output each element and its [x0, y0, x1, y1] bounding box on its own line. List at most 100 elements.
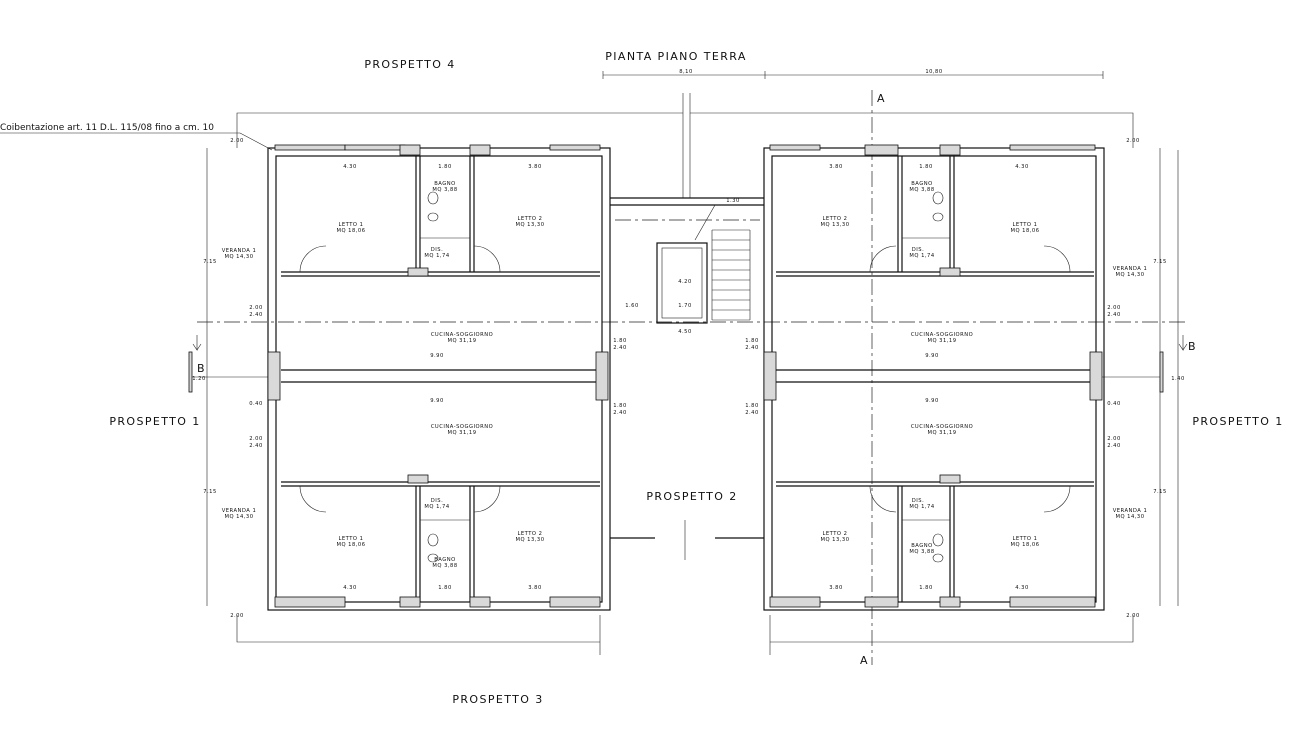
svg-text:2.40: 2.40: [1107, 443, 1121, 449]
left-top-unit-labels: LETTO 1 MQ 18,06 LETTO 2 MQ 13,30 BAGNO …: [222, 181, 544, 344]
svg-text:1.30: 1.30: [726, 198, 740, 204]
section-mark-a-bottom: A: [860, 654, 869, 667]
svg-text:3.80: 3.80: [829, 164, 843, 170]
prospetto-1-left-label: PROSPETTO 1: [109, 415, 200, 428]
room-veranda-rb: VERANDA 1: [1113, 508, 1148, 514]
svg-text:7.15: 7.15: [203, 489, 217, 495]
svg-text:1.80: 1.80: [919, 585, 933, 591]
room-letto2-lb: LETTO 2: [518, 531, 543, 537]
prospetto-3-label: PROSPETTO 3: [452, 693, 543, 706]
svg-text:0.40: 0.40: [1107, 401, 1121, 407]
svg-text:4.30: 4.30: [1015, 585, 1029, 591]
right-unit-walls: [763, 147, 1105, 611]
room-bagno-lb-area: MQ 3,88: [432, 563, 457, 569]
svg-text:4.30: 4.30: [1015, 164, 1029, 170]
room-letto1-lt-area: MQ 18,06: [336, 228, 365, 234]
svg-text:1.20: 1.20: [192, 376, 206, 382]
room-letto1-lb-area: MQ 18,06: [336, 542, 365, 548]
room-bagno-rb: BAGNO: [911, 543, 933, 549]
svg-text:3.80: 3.80: [829, 585, 843, 591]
room-bagno-rt: BAGNO: [911, 181, 933, 187]
svg-text:1.80: 1.80: [919, 164, 933, 170]
room-letto1-lb: LETTO 1: [339, 536, 364, 542]
room-dis-lb: DIS.: [431, 498, 443, 504]
left-bottom-unit-labels: LETTO 1 MQ 18,06 LETTO 2 MQ 13,30 BAGNO …: [222, 424, 544, 569]
room-bagno-rt-area: MQ 3,88: [909, 187, 934, 193]
svg-text:2.40: 2.40: [1107, 312, 1121, 318]
svg-text:1.80: 1.80: [745, 403, 759, 409]
svg-text:1.80: 1.80: [438, 164, 452, 170]
room-bagno-lt-area: MQ 3,88: [432, 187, 457, 193]
svg-text:4.50: 4.50: [678, 329, 692, 335]
room-cucina-rb-area: MQ 31,19: [927, 430, 956, 436]
outer-reference-lines: [206, 93, 1179, 655]
svg-text:2.40: 2.40: [249, 312, 263, 318]
room-letto2-lt: LETTO 2: [518, 216, 543, 222]
svg-text:2.00: 2.00: [1107, 305, 1121, 311]
room-dis-rt: DIS.: [912, 247, 924, 253]
svg-text:2.40: 2.40: [745, 345, 759, 351]
dimension-strings: 4.30 3.80 1.80 3.80 1.80 4.30 4.30 3.80 …: [192, 138, 1185, 619]
room-bagno-lb: BAGNO: [434, 557, 456, 563]
room-letto2-rb-area: MQ 13,30: [820, 537, 849, 543]
stair-core: [610, 197, 764, 539]
room-veranda-rb-area: MQ 14,30: [1115, 514, 1144, 520]
prospetto-1-right-label: PROSPETTO 1: [1192, 415, 1283, 428]
prospetto-2-label: PROSPETTO 2: [646, 490, 737, 503]
room-letto1-rt-area: MQ 18,06: [1010, 228, 1039, 234]
room-cucina-lt-area: MQ 31,19: [447, 338, 476, 344]
svg-text:3.80: 3.80: [528, 585, 542, 591]
room-letto2-lb-area: MQ 13,30: [515, 537, 544, 543]
svg-text:2.00: 2.00: [1126, 138, 1140, 144]
svg-text:1.80: 1.80: [613, 403, 627, 409]
room-letto2-lt-area: MQ 13,30: [515, 222, 544, 228]
section-mark-a-top: A: [877, 92, 886, 105]
room-dis-lt: DIS.: [431, 247, 443, 253]
svg-text:1.80: 1.80: [438, 585, 452, 591]
room-veranda-rt-area: MQ 14,30: [1115, 272, 1144, 278]
svg-text:4.30: 4.30: [343, 164, 357, 170]
left-unit-walls: [267, 147, 611, 611]
room-letto1-lt: LETTO 1: [339, 222, 364, 228]
room-cucina-lb: CUCINA-SOGGIORNO: [431, 424, 493, 430]
room-veranda-rt: VERANDA 1: [1113, 266, 1148, 272]
room-bagno-rb-area: MQ 3,88: [909, 549, 934, 555]
svg-text:1.80: 1.80: [745, 338, 759, 344]
svg-text:1.80: 1.80: [613, 338, 627, 344]
room-dis-rb: DIS.: [912, 498, 924, 504]
room-dis-lt-area: MQ 1,74: [424, 253, 449, 259]
svg-text:0.40: 0.40: [249, 401, 263, 407]
room-cucina-rt-area: MQ 31,19: [927, 338, 956, 344]
svg-text:9.90: 9.90: [430, 398, 444, 404]
svg-text:7.15: 7.15: [1153, 259, 1167, 265]
room-letto1-rt: LETTO 1: [1013, 222, 1038, 228]
room-cucina-lb-area: MQ 31,19: [447, 430, 476, 436]
room-cucina-lt: CUCINA-SOGGIORNO: [431, 332, 493, 338]
room-veranda-lb: VERANDA 1: [222, 508, 257, 514]
right-bottom-unit-labels: LETTO 1 MQ 18,06 LETTO 2 MQ 13,30 BAGNO …: [820, 424, 1148, 555]
svg-text:9.90: 9.90: [925, 398, 939, 404]
room-cucina-rb: CUCINA-SOGGIORNO: [911, 424, 973, 430]
overall-dim-right: 10,80: [925, 69, 942, 75]
room-letto1-rb-area: MQ 18,06: [1010, 542, 1039, 548]
svg-text:1.70: 1.70: [678, 303, 692, 309]
svg-text:1.60: 1.60: [625, 303, 639, 309]
svg-text:2.40: 2.40: [745, 410, 759, 416]
stair-steps: [694, 204, 751, 321]
svg-text:2.00: 2.00: [249, 436, 263, 442]
svg-text:9.90: 9.90: [925, 353, 939, 359]
room-dis-rb-area: MQ 1,74: [909, 504, 934, 510]
section-mark-b-left: B: [197, 362, 206, 375]
room-veranda-lt: VERANDA 1: [222, 248, 257, 254]
room-letto1-rb: LETTO 1: [1013, 536, 1038, 542]
svg-text:9.90: 9.90: [430, 353, 444, 359]
right-top-unit-labels: LETTO 1 MQ 18,06 LETTO 2 MQ 13,30 BAGNO …: [820, 181, 1148, 344]
note-leader: [0, 132, 273, 151]
prospetto-4-label: PROSPETTO 4: [364, 58, 455, 71]
overall-dimension: 8,10 10,80: [602, 69, 1104, 79]
svg-text:1.40: 1.40: [1171, 376, 1185, 382]
svg-text:7.15: 7.15: [1153, 489, 1167, 495]
room-dis-lb-area: MQ 1,74: [424, 504, 449, 510]
svg-text:2.40: 2.40: [613, 410, 627, 416]
